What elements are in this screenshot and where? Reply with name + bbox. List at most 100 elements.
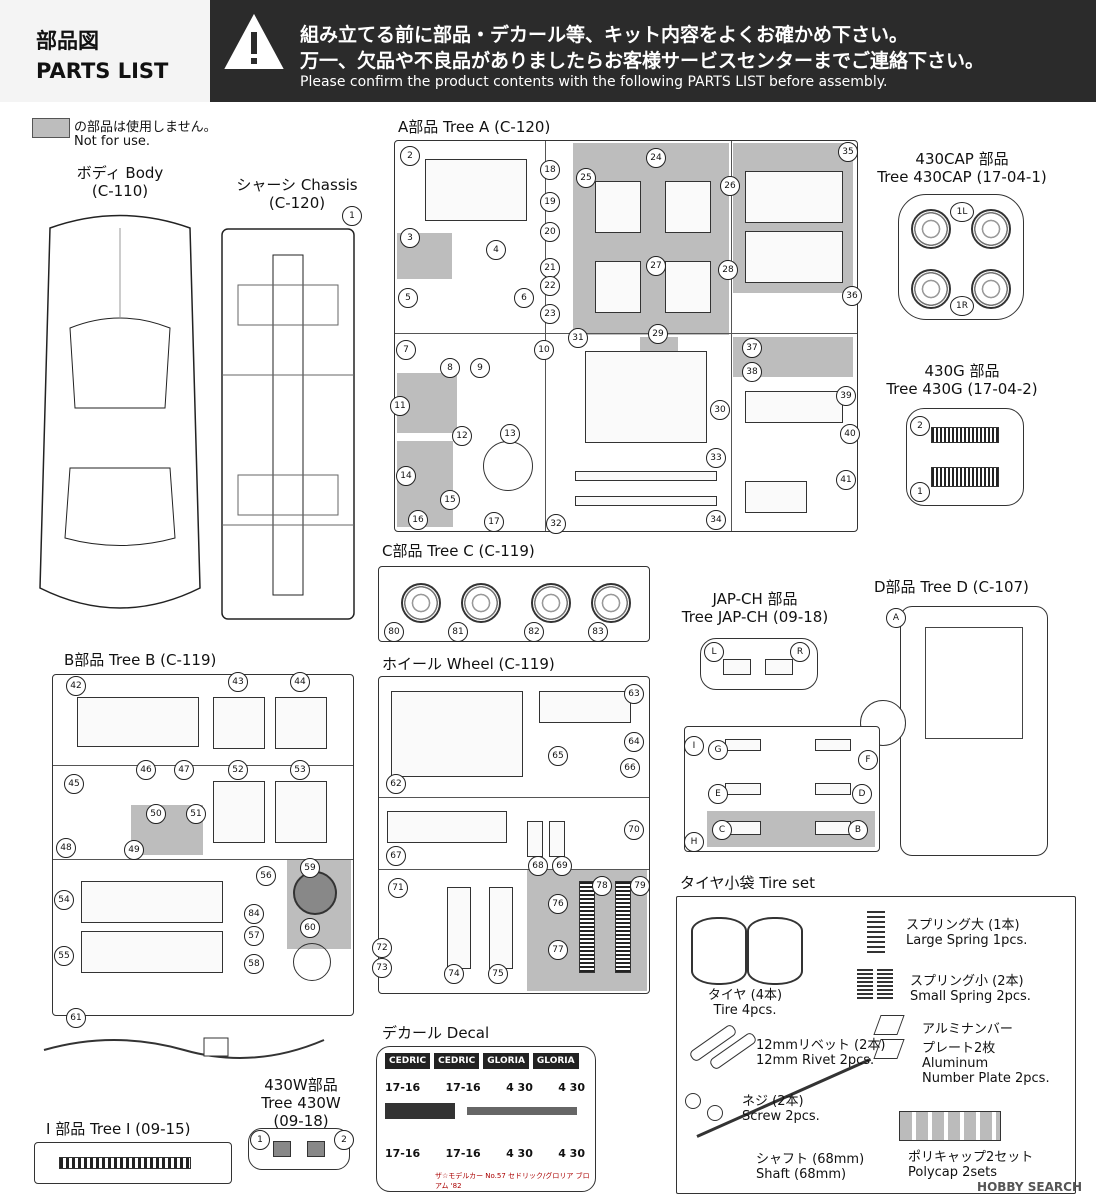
part-number: 7: [396, 340, 416, 360]
decal-plate: CEDRIC: [434, 1053, 480, 1069]
part-emblem: [765, 659, 793, 675]
item-jp: プレート2枚: [922, 1041, 996, 1056]
small-spring-icon: [877, 969, 893, 999]
part-a41: [745, 481, 807, 513]
header-title-box: [0, 0, 210, 102]
chassis-title: シャーシ Chassis (C-120): [222, 176, 372, 212]
part-number: 31: [568, 328, 588, 348]
part-dash: [387, 811, 507, 843]
part-number: 33: [706, 448, 726, 468]
part-number: 71: [388, 878, 408, 898]
part-rear-seat: [745, 231, 843, 283]
warning-en: Please confirm the product contents with…: [300, 74, 888, 90]
part-number: 43: [228, 672, 248, 692]
legend-en: Not for use.: [74, 134, 151, 149]
body-code: (C-110): [91, 182, 149, 200]
small-spring-icon: [857, 969, 873, 999]
part-label: A: [886, 608, 906, 628]
tree-japch-title: JAP-CH 部品 Tree JAP-CH (09-18): [680, 590, 830, 626]
decal-plate: GLORIA: [483, 1053, 529, 1069]
part-number: 2: [400, 146, 420, 166]
part-axle: [745, 391, 843, 423]
tree-430w-code: (09-18): [273, 1112, 329, 1130]
part-panel: [81, 881, 223, 923]
decal-number: 17-16: [385, 1081, 421, 1094]
sprue: [379, 869, 649, 870]
part-number: 52: [228, 760, 248, 780]
part-grille: [931, 427, 999, 443]
part-number: 54: [54, 890, 74, 910]
part-label: R: [790, 642, 810, 662]
part-number: 32: [546, 514, 566, 534]
part-label: I: [684, 736, 704, 756]
tree-430g-subtitle: Tree 430G (17-04-2): [886, 380, 1038, 398]
part-number: 21: [540, 258, 560, 278]
number-plate-label: アルミナンバー プレート2枚 Aluminum Number Plate 2pc…: [922, 1018, 1050, 1086]
item-jp: 12mmリベット (2本): [756, 1038, 886, 1053]
part-number: 20: [540, 222, 560, 242]
part-number: 2: [334, 1130, 354, 1150]
item-en: Aluminum: [922, 1056, 989, 1071]
title-jp: 部品図: [36, 29, 99, 53]
tree-i-title: I 部品 Tree I (09-15): [46, 1120, 191, 1138]
part-number: 29: [648, 324, 668, 344]
tree-d-body-part: [900, 606, 1048, 856]
part-panel: [81, 931, 223, 973]
part-number: 75: [488, 964, 508, 984]
part-mirror: [307, 1141, 325, 1157]
part-number: 8: [440, 358, 460, 378]
item-jp: スプリング小 (2本): [910, 974, 1024, 989]
wheel-title: ホイール Wheel (C-119): [382, 655, 555, 673]
decal-number: 17-16: [385, 1147, 421, 1160]
chassis-code: (C-120): [268, 194, 326, 212]
part-number: 5: [398, 288, 418, 308]
part-number: 12: [452, 426, 472, 446]
tire: [401, 583, 441, 623]
part-number: 83: [588, 622, 608, 642]
part-number: 40: [840, 424, 860, 444]
part-b74: [447, 887, 471, 969]
part-label: 1R: [950, 296, 974, 316]
item-jp: ネジ (2本): [742, 1094, 804, 1109]
part-number: 51: [186, 804, 206, 824]
part-number: 61: [66, 1008, 86, 1028]
part-number: 34: [706, 510, 726, 530]
part-label: 1L: [950, 202, 974, 222]
tree-430w-subtitle: Tree 430W: [261, 1094, 341, 1112]
part-seat: [665, 261, 711, 313]
part-number: 10: [534, 340, 554, 360]
part-number: 24: [646, 148, 666, 168]
decal-number-row: 17-16 17-16 4 30 4 30: [385, 1147, 585, 1160]
part-number: 76: [548, 894, 568, 914]
part-number: 48: [56, 838, 76, 858]
large-spring-icon: [867, 909, 885, 953]
tree-d-title: D部品 Tree D (C-107): [874, 578, 1029, 596]
part-grille: [931, 467, 999, 487]
part-number: 17: [484, 512, 504, 532]
part-number: 42: [66, 676, 86, 696]
part-label: H: [684, 832, 704, 852]
part-a2: [425, 159, 527, 221]
part-a17: [483, 441, 533, 491]
part-number: 57: [244, 926, 264, 946]
decal-footer: ザ☆モデルカー No.57 セドリック/グロリア ブロアム '82: [435, 1172, 590, 1190]
sprue: [379, 797, 649, 798]
item-jp: スプリング大 (1本): [906, 918, 1020, 933]
part-number: 35: [838, 142, 858, 162]
part-label: G: [708, 740, 728, 760]
part-number: 26: [720, 176, 740, 196]
tree-430g-title-jp: 430G 部品: [924, 362, 1000, 380]
part-number: 14: [396, 466, 416, 486]
part-number: 77: [548, 940, 568, 960]
decal-title: デカール Decal: [382, 1024, 490, 1042]
part-seat: [213, 781, 265, 843]
part-number: 1: [250, 1130, 270, 1150]
tree-430cap-title: 430CAP 部品 Tree 430CAP (17-04-1): [862, 150, 1062, 186]
tree-a-frame: [394, 140, 858, 532]
part-number: 15: [440, 490, 460, 510]
part-number: 28: [718, 260, 738, 280]
part-number: 41: [836, 470, 856, 490]
wheel-frame: [378, 676, 650, 994]
part-seat: [595, 261, 641, 313]
part-number: 74: [444, 964, 464, 984]
